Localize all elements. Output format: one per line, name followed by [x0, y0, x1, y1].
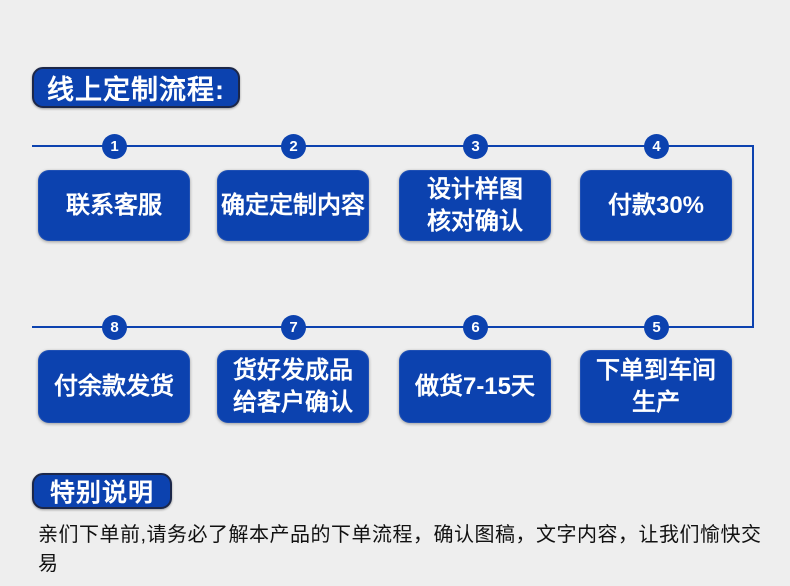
step-8-number: 8	[102, 315, 127, 340]
step-6-box: 做货7-15天	[399, 350, 551, 423]
step-5-number: 5	[644, 315, 669, 340]
step-8-box: 付余款发货	[38, 350, 190, 423]
flow-line-top	[32, 145, 754, 147]
flow-line-bottom	[32, 326, 754, 328]
special-note-title: 特别说明	[50, 479, 155, 507]
step-5-box: 下单到车间 生产	[580, 350, 732, 423]
step-4-box: 付款30%	[580, 170, 732, 241]
step-6-number: 6	[463, 315, 488, 340]
step-2-box: 确定定制内容	[217, 170, 369, 241]
step-7-number: 7	[281, 315, 306, 340]
step-7-box: 货好发成品 给客户确认	[217, 350, 369, 423]
step-4-number: 4	[644, 134, 669, 159]
step-1-box: 联系客服	[38, 170, 190, 241]
step-3-number: 3	[463, 134, 488, 159]
section-title-badge: 线上定制流程:	[32, 67, 240, 108]
section-title: 线上定制流程:	[47, 75, 225, 105]
step-3-box: 设计样图 核对确认	[399, 170, 551, 241]
step-2-number: 2	[281, 134, 306, 159]
special-note-badge: 特别说明	[32, 473, 173, 509]
flow-line-right	[752, 145, 754, 328]
special-note-text: 亲们下单前,请务必了解本产品的下单流程，确认图稿，文字内容，让我们愉快交易	[38, 524, 762, 575]
step-1-number: 1	[102, 134, 127, 159]
